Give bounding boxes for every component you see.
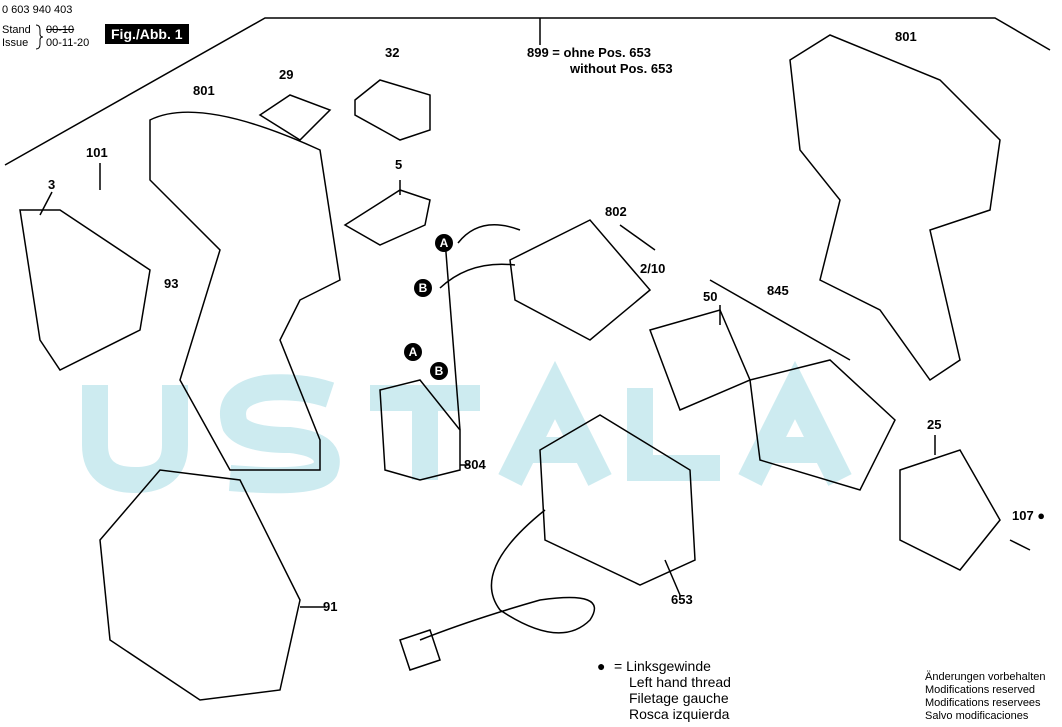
part-801-right: 801 [895, 29, 917, 44]
part-801-left: 801 [193, 83, 215, 98]
part-653: 653 [671, 592, 693, 607]
chuck-25 [899, 449, 1001, 571]
part-50: 50 [703, 289, 718, 304]
part-101: 101 [86, 145, 108, 160]
part-29: 29 [279, 67, 294, 82]
cable [419, 509, 596, 641]
part-25: 25 [927, 417, 942, 432]
connector-b-motor: B [414, 279, 432, 297]
part-804: 804 [464, 457, 486, 472]
legend-line: Filetage gauche [629, 690, 729, 706]
housing-left [149, 111, 341, 471]
slider-5 [343, 189, 431, 246]
connector-a-switch: A [404, 343, 422, 361]
part-3: 3 [48, 177, 56, 192]
assembly-bracket [4, 17, 1051, 166]
modifications-line: Änderungen vorbehalten [925, 671, 1046, 683]
connector-a-motor: A [435, 234, 453, 252]
modifications-line: Salvo modificaciones [925, 710, 1029, 722]
motor [509, 219, 652, 341]
part-107: 107 ● [1012, 508, 1046, 523]
part-5: 5 [395, 157, 403, 172]
battery-91 [99, 469, 301, 701]
doc-number: 0 603 940 403 [2, 4, 73, 16]
cover-32 [354, 79, 431, 141]
charger-653 [539, 414, 696, 586]
part-845: 845 [767, 283, 789, 298]
screw-107 [1009, 539, 1031, 551]
note-line2: without Pos. 653 [570, 61, 673, 76]
housing-right [789, 34, 1001, 382]
wire-a [457, 224, 521, 244]
side-cover [19, 209, 151, 371]
legend-line: = Linksgewinde [614, 658, 711, 674]
plug [399, 629, 441, 671]
legend-line: Rosca izquierda [629, 706, 730, 722]
gear-845 [749, 359, 896, 491]
figure-label: Fig./Abb. 1 [105, 24, 189, 44]
part-91: 91 [323, 599, 338, 614]
wire-b [439, 263, 516, 289]
connector-b-switch: B [430, 362, 448, 380]
part-802: 802 [605, 204, 627, 219]
note-line1: 899 = ohne Pos. 653 [527, 45, 651, 60]
stand-label: Stand [2, 24, 31, 36]
part-93: 93 [164, 276, 179, 291]
switch-804 [379, 379, 461, 481]
issue-label: Issue [2, 37, 29, 49]
stand-value: 00-10 [46, 24, 75, 36]
modifications-line: Modifications reserved [925, 684, 1036, 696]
legend-line: Left hand thread [629, 674, 731, 690]
switch-cover-29 [258, 94, 332, 141]
issue-value: 00-11-20 [46, 37, 90, 49]
modifications-line: Modifications reservees [925, 697, 1041, 709]
legend-symbol: ● [597, 658, 606, 674]
part-32: 32 [385, 45, 400, 60]
part-2-10: 2/10 [640, 261, 666, 276]
